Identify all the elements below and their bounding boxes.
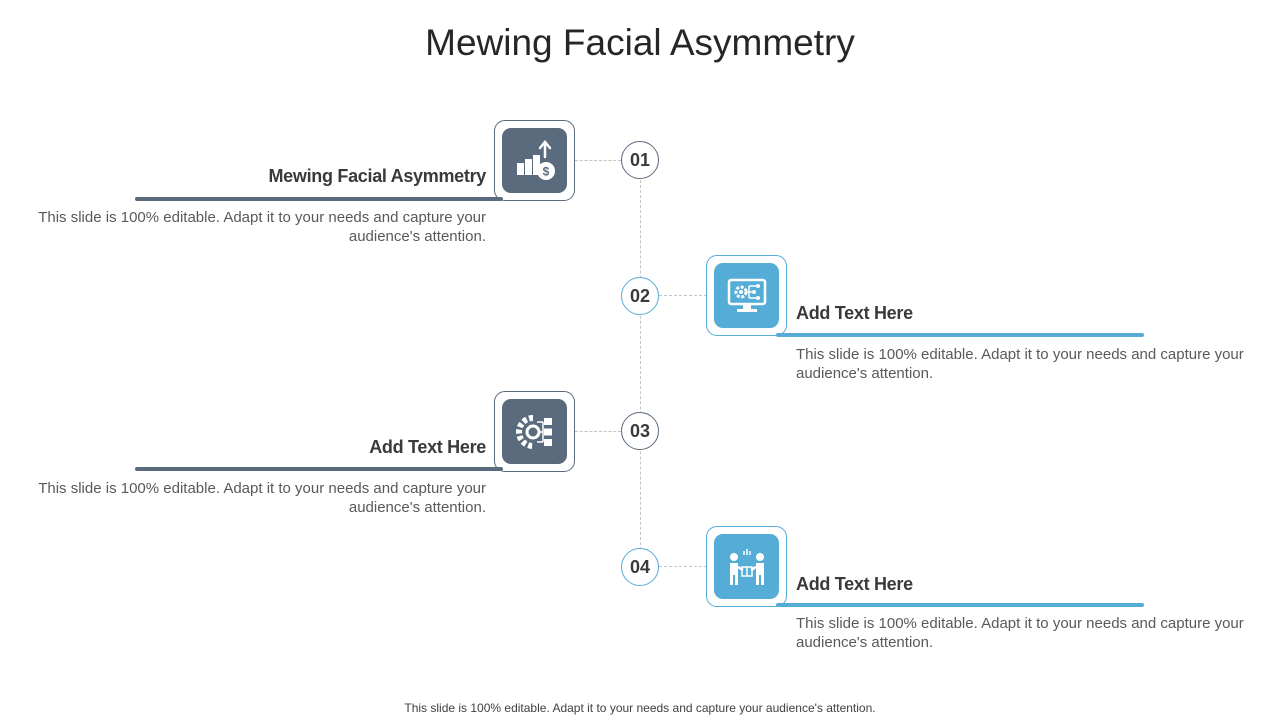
step-03-accent-bar [135, 467, 503, 471]
step-02-heading: Add Text Here [796, 303, 913, 323]
svg-text:$: $ [542, 164, 549, 178]
step-01-connector [575, 160, 621, 161]
step-01-icon-frame: $ [494, 120, 575, 201]
step-02-number: 02 [621, 277, 659, 315]
step-02-accent-bar [776, 333, 1144, 337]
step-03-heading: Add Text Here [369, 437, 486, 457]
step-01-number: 01 [621, 141, 659, 179]
step-03-description: This slide is 100% editable. Adapt it to… [38, 480, 486, 516]
step-01-heading: Mewing Facial Asymmetry [268, 166, 486, 186]
step-04-connector [659, 566, 707, 567]
step-04-accent-bar [776, 603, 1144, 607]
step-03-icon-frame [494, 391, 575, 472]
step-04-heading: Add Text Here [796, 574, 913, 594]
step-02-icon-frame [706, 255, 787, 336]
step-02-description: This slide is 100% editable. Adapt it to… [796, 346, 1244, 382]
step-01-description: This slide is 100% editable. Adapt it to… [38, 209, 486, 245]
slide-title: Mewing Facial Asymmetry [425, 22, 855, 63]
step-04-number: 04 [621, 548, 659, 586]
timeline-vertical-connector [640, 180, 641, 550]
footer-note: This slide is 100% editable. Adapt it to… [404, 701, 876, 715]
step-03-connector [575, 431, 621, 432]
gear-checklist-icon [502, 399, 567, 464]
step-04-icon-frame [706, 526, 787, 607]
step-02-connector [659, 295, 707, 296]
people-handshake-icon [714, 534, 779, 599]
step-04-description: This slide is 100% editable. Adapt it to… [796, 615, 1244, 651]
money-growth-chart-icon: $ [502, 128, 567, 193]
step-03-number: 03 [621, 412, 659, 450]
step-01-accent-bar [135, 197, 503, 201]
monitor-gear-network-icon [714, 263, 779, 328]
